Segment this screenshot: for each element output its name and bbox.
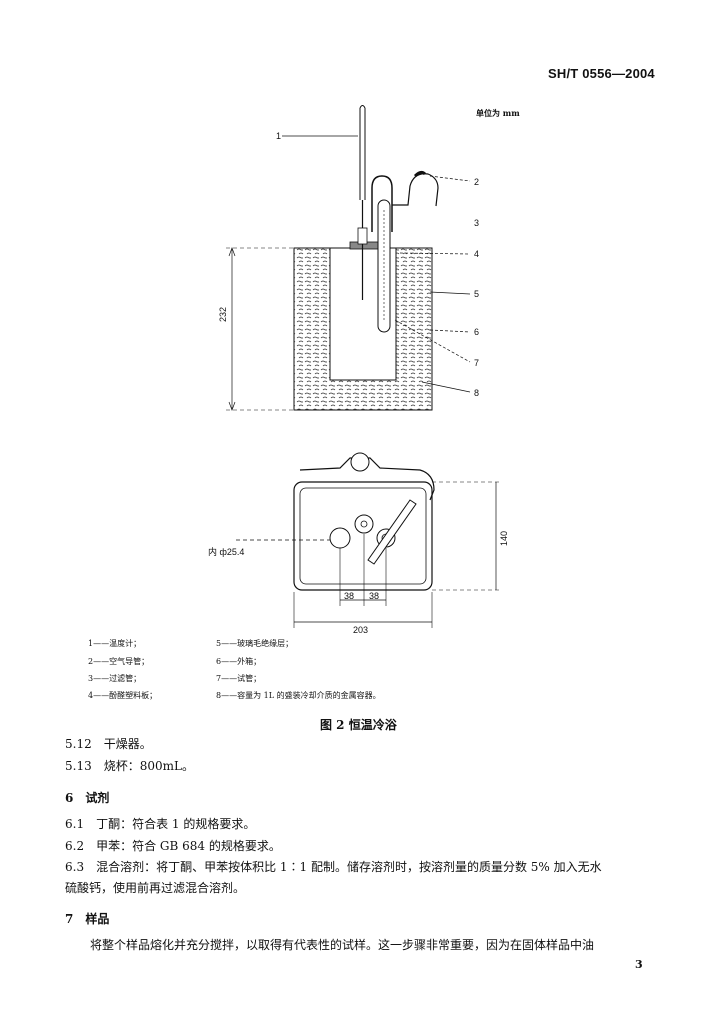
callout-4: 4: [474, 249, 480, 259]
dim-width: 203: [353, 625, 369, 635]
dim-inner-dia: 内 ф25.4: [208, 547, 245, 557]
callout-1: 1: [276, 131, 282, 141]
legend-item-8: 8——容量为 1L 的盛装冷却介质的金属容器。: [216, 691, 381, 700]
dim-offset-right: 38: [369, 591, 380, 601]
section-7-heading: 7 样品: [65, 912, 110, 926]
section-6-heading: 6 试剂: [65, 791, 110, 805]
clause-5-13: 5.13 烧杯：800mL。: [65, 759, 194, 773]
side-view: [226, 105, 471, 411]
legend-item-5: 5——玻璃毛绝缘层；: [216, 639, 294, 648]
clause-6-3: 6.3 混合溶剂：将丁酮、甲苯按体积比 1∶1 配制。储存溶剂时，按溶剂量的质量…: [65, 860, 602, 874]
callout-7: 7: [474, 358, 480, 368]
figure-caption: 图 2 恒温冷浴: [320, 718, 397, 732]
standard-code: SH/T 0556—2004: [548, 66, 655, 81]
callout-5: 5: [474, 289, 480, 299]
clause-6-2: 6.2 甲苯：符合 GB 684 的规格要求。: [65, 839, 281, 853]
clause-6-1: 6.1 丁酮：符合表 1 的规格要求。: [65, 817, 256, 831]
callout-3: 3: [474, 218, 480, 228]
bath-diagram: [226, 105, 502, 628]
dim-offset-left: 38: [344, 591, 355, 601]
page-number: 3: [635, 958, 643, 971]
legend-item-4: 4——酚醛塑料板；: [88, 691, 158, 700]
legend-item-3: 3——过滤管；: [88, 674, 142, 683]
legend-item-1: 1——温度计；: [88, 639, 142, 648]
section-7-text: 将整个样品熔化并充分搅拌，以取得有代表性的试样。这一步骤非常重要，因为在固体样品…: [90, 938, 595, 952]
clause-6-3-cont: 硫酸钙，使用前再过滤混合溶剂。: [65, 881, 246, 895]
callout-8: 8: [474, 388, 480, 398]
callout-2: 2: [474, 177, 480, 187]
legend-item-2: 2——空气导管；: [88, 657, 150, 666]
top-view: [236, 452, 502, 628]
legend-item-7: 7——试管；: [216, 674, 262, 683]
legend-item-6: 6——外箱；: [216, 657, 262, 666]
dim-height: 232: [218, 306, 228, 322]
dim-depth: 140: [499, 530, 509, 546]
callout-6: 6: [474, 327, 480, 337]
clause-5-12: 5.12 干燥器。: [65, 737, 152, 751]
unit-note: 单位为 mm: [476, 108, 520, 118]
